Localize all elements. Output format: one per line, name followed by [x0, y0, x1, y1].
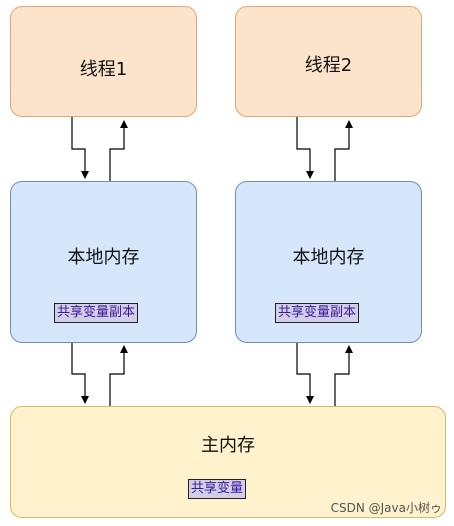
- thread-2-up-arrow: [334, 120, 353, 181]
- main-memory-label: 主内存: [201, 435, 255, 456]
- thread-1-up-arrow: [109, 120, 128, 181]
- thread-2-label: 线程2: [304, 55, 353, 76]
- thread-1-down-arrow: [71, 117, 89, 179]
- local-2-up-arrow: [334, 345, 353, 406]
- local-memory-1-label: 本地内存: [67, 247, 140, 268]
- shared-variable-tag: 共享变量: [188, 479, 247, 499]
- local-2-down-arrow: [296, 343, 314, 404]
- local-memory-1-box: 本地内存 共享变量副本: [10, 181, 197, 343]
- local-memory-2-box: 本地内存 共享变量副本: [235, 181, 422, 343]
- local-1-down-arrow: [71, 343, 89, 404]
- main-memory-box: 主内存 共享变量: [10, 406, 446, 518]
- local-memory-2-label: 本地内存: [292, 247, 365, 268]
- thread-1-label: 线程1: [79, 59, 128, 80]
- local-1-up-arrow: [109, 345, 128, 406]
- thread-2-box: 线程2: [235, 6, 422, 117]
- local-memory-2-copy-tag: 共享变量副本: [275, 303, 360, 323]
- local-memory-1-copy-tag: 共享变量副本: [54, 303, 139, 323]
- watermark: CSDN @Java小树ゥ: [330, 501, 442, 515]
- thread-2-down-arrow: [296, 117, 314, 179]
- thread-1-box: 线程1: [10, 6, 197, 117]
